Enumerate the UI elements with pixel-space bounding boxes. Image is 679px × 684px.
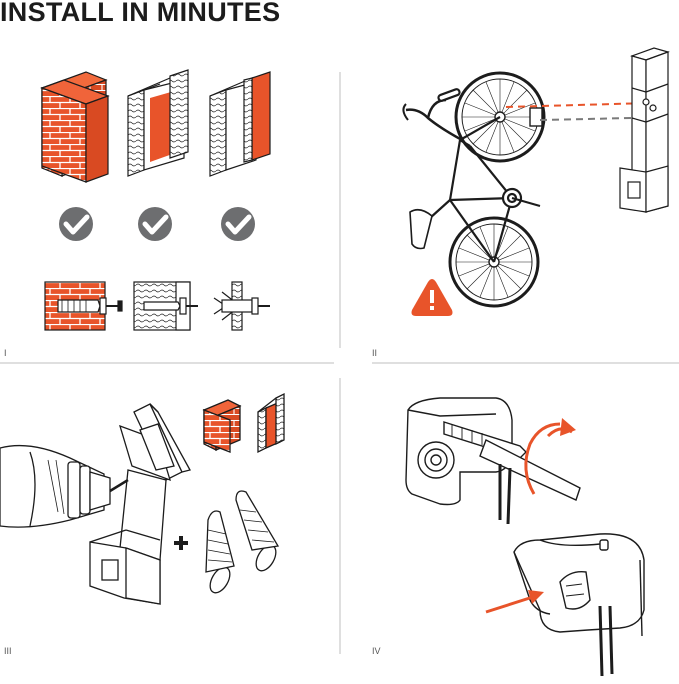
mount-template-wall — [89, 403, 191, 605]
push-arrow-icon — [485, 590, 544, 614]
holder-top-icon — [405, 397, 581, 525]
panel-3-drill-install — [0, 392, 285, 605]
brick-wall-front — [40, 79, 110, 183]
panel-4-insert-tire — [405, 397, 645, 677]
panel-2-bike-hanging — [402, 47, 670, 316]
bike-frame-icon — [402, 88, 541, 263]
wall-hook — [529, 107, 543, 127]
checkmark-icon — [59, 207, 93, 241]
drywall-small-icon — [257, 392, 285, 454]
step-numeral-3: III — [4, 646, 12, 656]
checkmark-icon — [138, 207, 172, 241]
gray-dashed-guide — [539, 117, 633, 121]
step-numeral-2: II — [372, 348, 378, 358]
holder-bottom-icon — [513, 533, 645, 677]
drill-icon — [0, 444, 129, 528]
panel-dividers — [0, 72, 679, 654]
orange-dashed-guide — [505, 102, 651, 108]
plus-icon — [174, 536, 188, 550]
page-title: INSTALL IN MINUTES — [0, 0, 281, 27]
panel-1-wall-types — [40, 69, 271, 331]
mount-template-icon — [619, 47, 670, 213]
wood-anchor-icon — [133, 281, 198, 331]
drywall-orange-panel-icon — [209, 71, 271, 177]
drywall-anchor-icon — [213, 281, 270, 331]
drywall-panel-icon — [127, 69, 189, 177]
wall-anchor-icon — [235, 490, 280, 572]
wall-anchor-icon — [205, 510, 235, 594]
checkmark-icon — [221, 207, 255, 241]
step-numeral-4: IV — [372, 646, 381, 656]
step-numeral-1: I — [4, 348, 7, 358]
rotate-arrow-icon — [524, 422, 561, 495]
brick-wall-small-icon — [202, 399, 242, 453]
warning-icon — [411, 279, 453, 316]
brick-anchor-icon — [44, 281, 123, 331]
